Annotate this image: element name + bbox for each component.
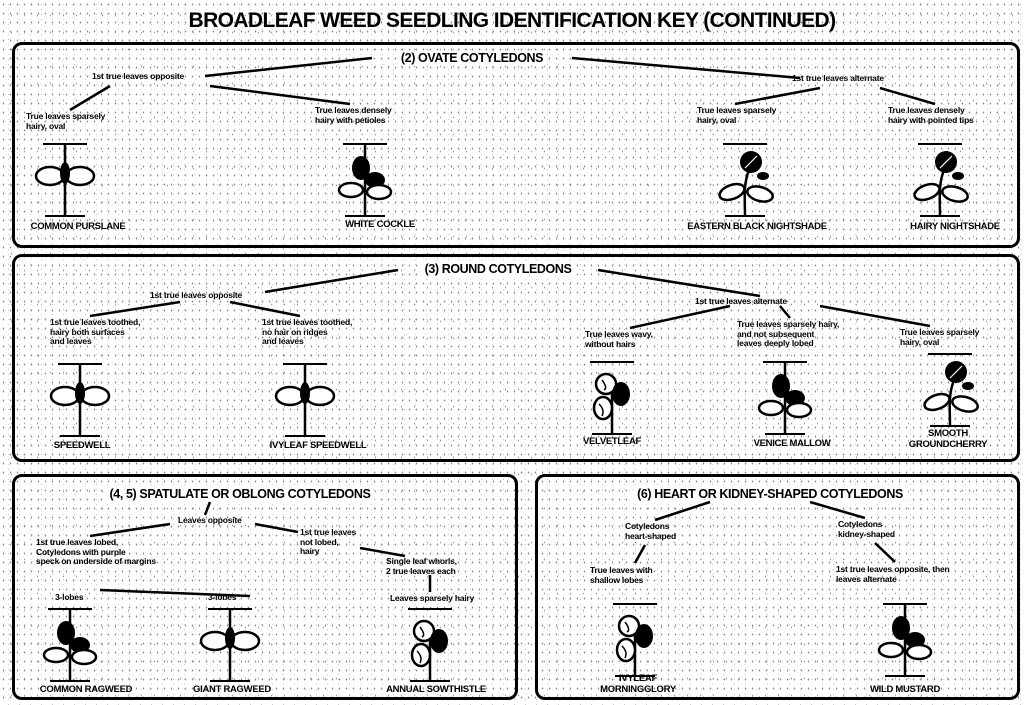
branch-alternate: 1st true leaves alternate xyxy=(792,73,884,83)
trait-label: True leaves sparsely hairy, oval xyxy=(900,327,980,347)
connector xyxy=(633,544,647,564)
section-heading-spatulate: (4, 5) SPATULATE OR OBLONG COTYLEDONS xyxy=(105,487,375,501)
connector xyxy=(629,304,731,330)
connector xyxy=(204,56,373,78)
connector xyxy=(254,522,299,534)
trait-label: True leaves densely hairy with pointed t… xyxy=(888,105,974,125)
connector xyxy=(819,304,931,328)
panel-spatulate-cotyledons xyxy=(12,474,518,700)
connector xyxy=(571,56,801,80)
connector xyxy=(209,84,351,106)
connector xyxy=(89,522,171,538)
trait-label: True leaves sparsely hairy, oval xyxy=(26,111,106,131)
trait-label: True leaves sparsely hairy, and not subs… xyxy=(737,319,840,348)
branch-opposite: 1st true leaves opposite xyxy=(92,71,185,81)
trait-label: Cotyledons kidney-shaped xyxy=(838,519,895,539)
lobe-label: 3-lobes xyxy=(208,592,237,602)
plant-illustration xyxy=(276,364,334,436)
connector xyxy=(264,268,399,294)
connector xyxy=(809,500,866,520)
connector xyxy=(734,86,821,106)
page-title: BROADLEAF WEED SEEDLING IDENTIFICATION K… xyxy=(188,9,837,32)
trait-label: Leaves sparsely hairy xyxy=(390,593,475,603)
connector xyxy=(89,300,181,318)
species-name: SMOOTH GROUNDCHERRY xyxy=(908,428,988,450)
panel-heart-cotyledons xyxy=(535,474,1020,700)
plant-illustration xyxy=(339,144,391,216)
species-name: GIANT RAGWEED xyxy=(193,684,271,695)
trait-label: 1st true leaves opposite, then leaves al… xyxy=(836,564,950,584)
connector xyxy=(654,500,711,522)
trait-label: 1st true leaves toothed, hairy both surf… xyxy=(50,317,141,346)
species-name: IVYLEAF SPEEDWELL xyxy=(269,440,367,451)
plant-illustration xyxy=(201,609,259,681)
branch-node: Leaves opposite xyxy=(178,515,242,525)
trait-label: Cotyledons heart-shaped xyxy=(625,521,676,541)
plant-illustration xyxy=(44,609,96,681)
section-heading-round: (3) ROUND COTYLEDONS xyxy=(420,262,576,276)
plant-illustration xyxy=(51,364,109,436)
connector xyxy=(874,542,896,563)
species-name: WHITE COCKLE xyxy=(345,219,415,230)
connector xyxy=(597,268,761,298)
connector xyxy=(203,501,212,516)
section-heading-ovate: (2) OVATE COTYLEDONS xyxy=(396,51,548,65)
species-name: VELVETLEAF xyxy=(582,436,642,447)
plant-illustration xyxy=(717,144,774,216)
plant-illustration xyxy=(613,604,657,676)
branch-alternate: 1st true leaves alternate xyxy=(695,296,787,306)
connector xyxy=(359,546,406,558)
trait-label: Single leaf whorls, 2 true leaves each xyxy=(386,556,457,576)
plant-illustration xyxy=(36,144,94,216)
plant-illustration xyxy=(590,362,634,434)
trait-label: True leaves sparsely hairy, oval xyxy=(697,105,777,125)
trait-label: 1st true leaves lobed, Cotyledons with p… xyxy=(36,537,156,566)
trait-label: True leaves densely hairy with petioles xyxy=(315,105,392,125)
panel-round-cotyledons xyxy=(12,254,1020,462)
connector xyxy=(879,86,936,106)
lobe-label: 3-lobes xyxy=(55,592,84,602)
species-name: COMMON RAGWEED xyxy=(39,684,133,695)
plant-illustration xyxy=(879,604,931,676)
species-name: IVYLEAF MORNINGGLORY xyxy=(600,673,676,695)
connector xyxy=(99,588,251,598)
section-heading-heart: (6) HEART OR KIDNEY-SHAPED COTYLEDONS xyxy=(633,487,907,501)
plant-illustration xyxy=(922,354,979,426)
species-name: SPEEDWELL xyxy=(53,440,111,451)
panel-ovate-cotyledons xyxy=(12,42,1020,248)
species-name: WILD MUSTARD xyxy=(869,684,941,695)
plant-illustration xyxy=(759,362,811,434)
trait-label: True leaves with shallow lobes xyxy=(590,565,653,585)
plant-illustration xyxy=(912,144,969,216)
species-name: ANNUAL SOWTHISTLE xyxy=(386,684,486,695)
species-name: HAIRY NIGHTSHADE xyxy=(910,221,1000,232)
trait-label: True leaves wavy, without hairs xyxy=(585,329,653,349)
species-name: COMMON PURSLANE xyxy=(30,221,126,232)
branch-opposite: 1st true leaves opposite xyxy=(150,290,243,300)
connector xyxy=(229,300,301,318)
trait-label: 1st true leaves toothed, no hair on ridg… xyxy=(262,317,353,346)
species-name: EASTERN BLACK NIGHTSHADE xyxy=(687,221,827,232)
species-name: VENICE MALLOW xyxy=(753,438,831,449)
connector xyxy=(69,84,111,112)
plant-illustration xyxy=(408,609,452,681)
connector xyxy=(779,305,791,319)
trait-label: 1st true leaves not lobed, hairy xyxy=(300,527,357,556)
